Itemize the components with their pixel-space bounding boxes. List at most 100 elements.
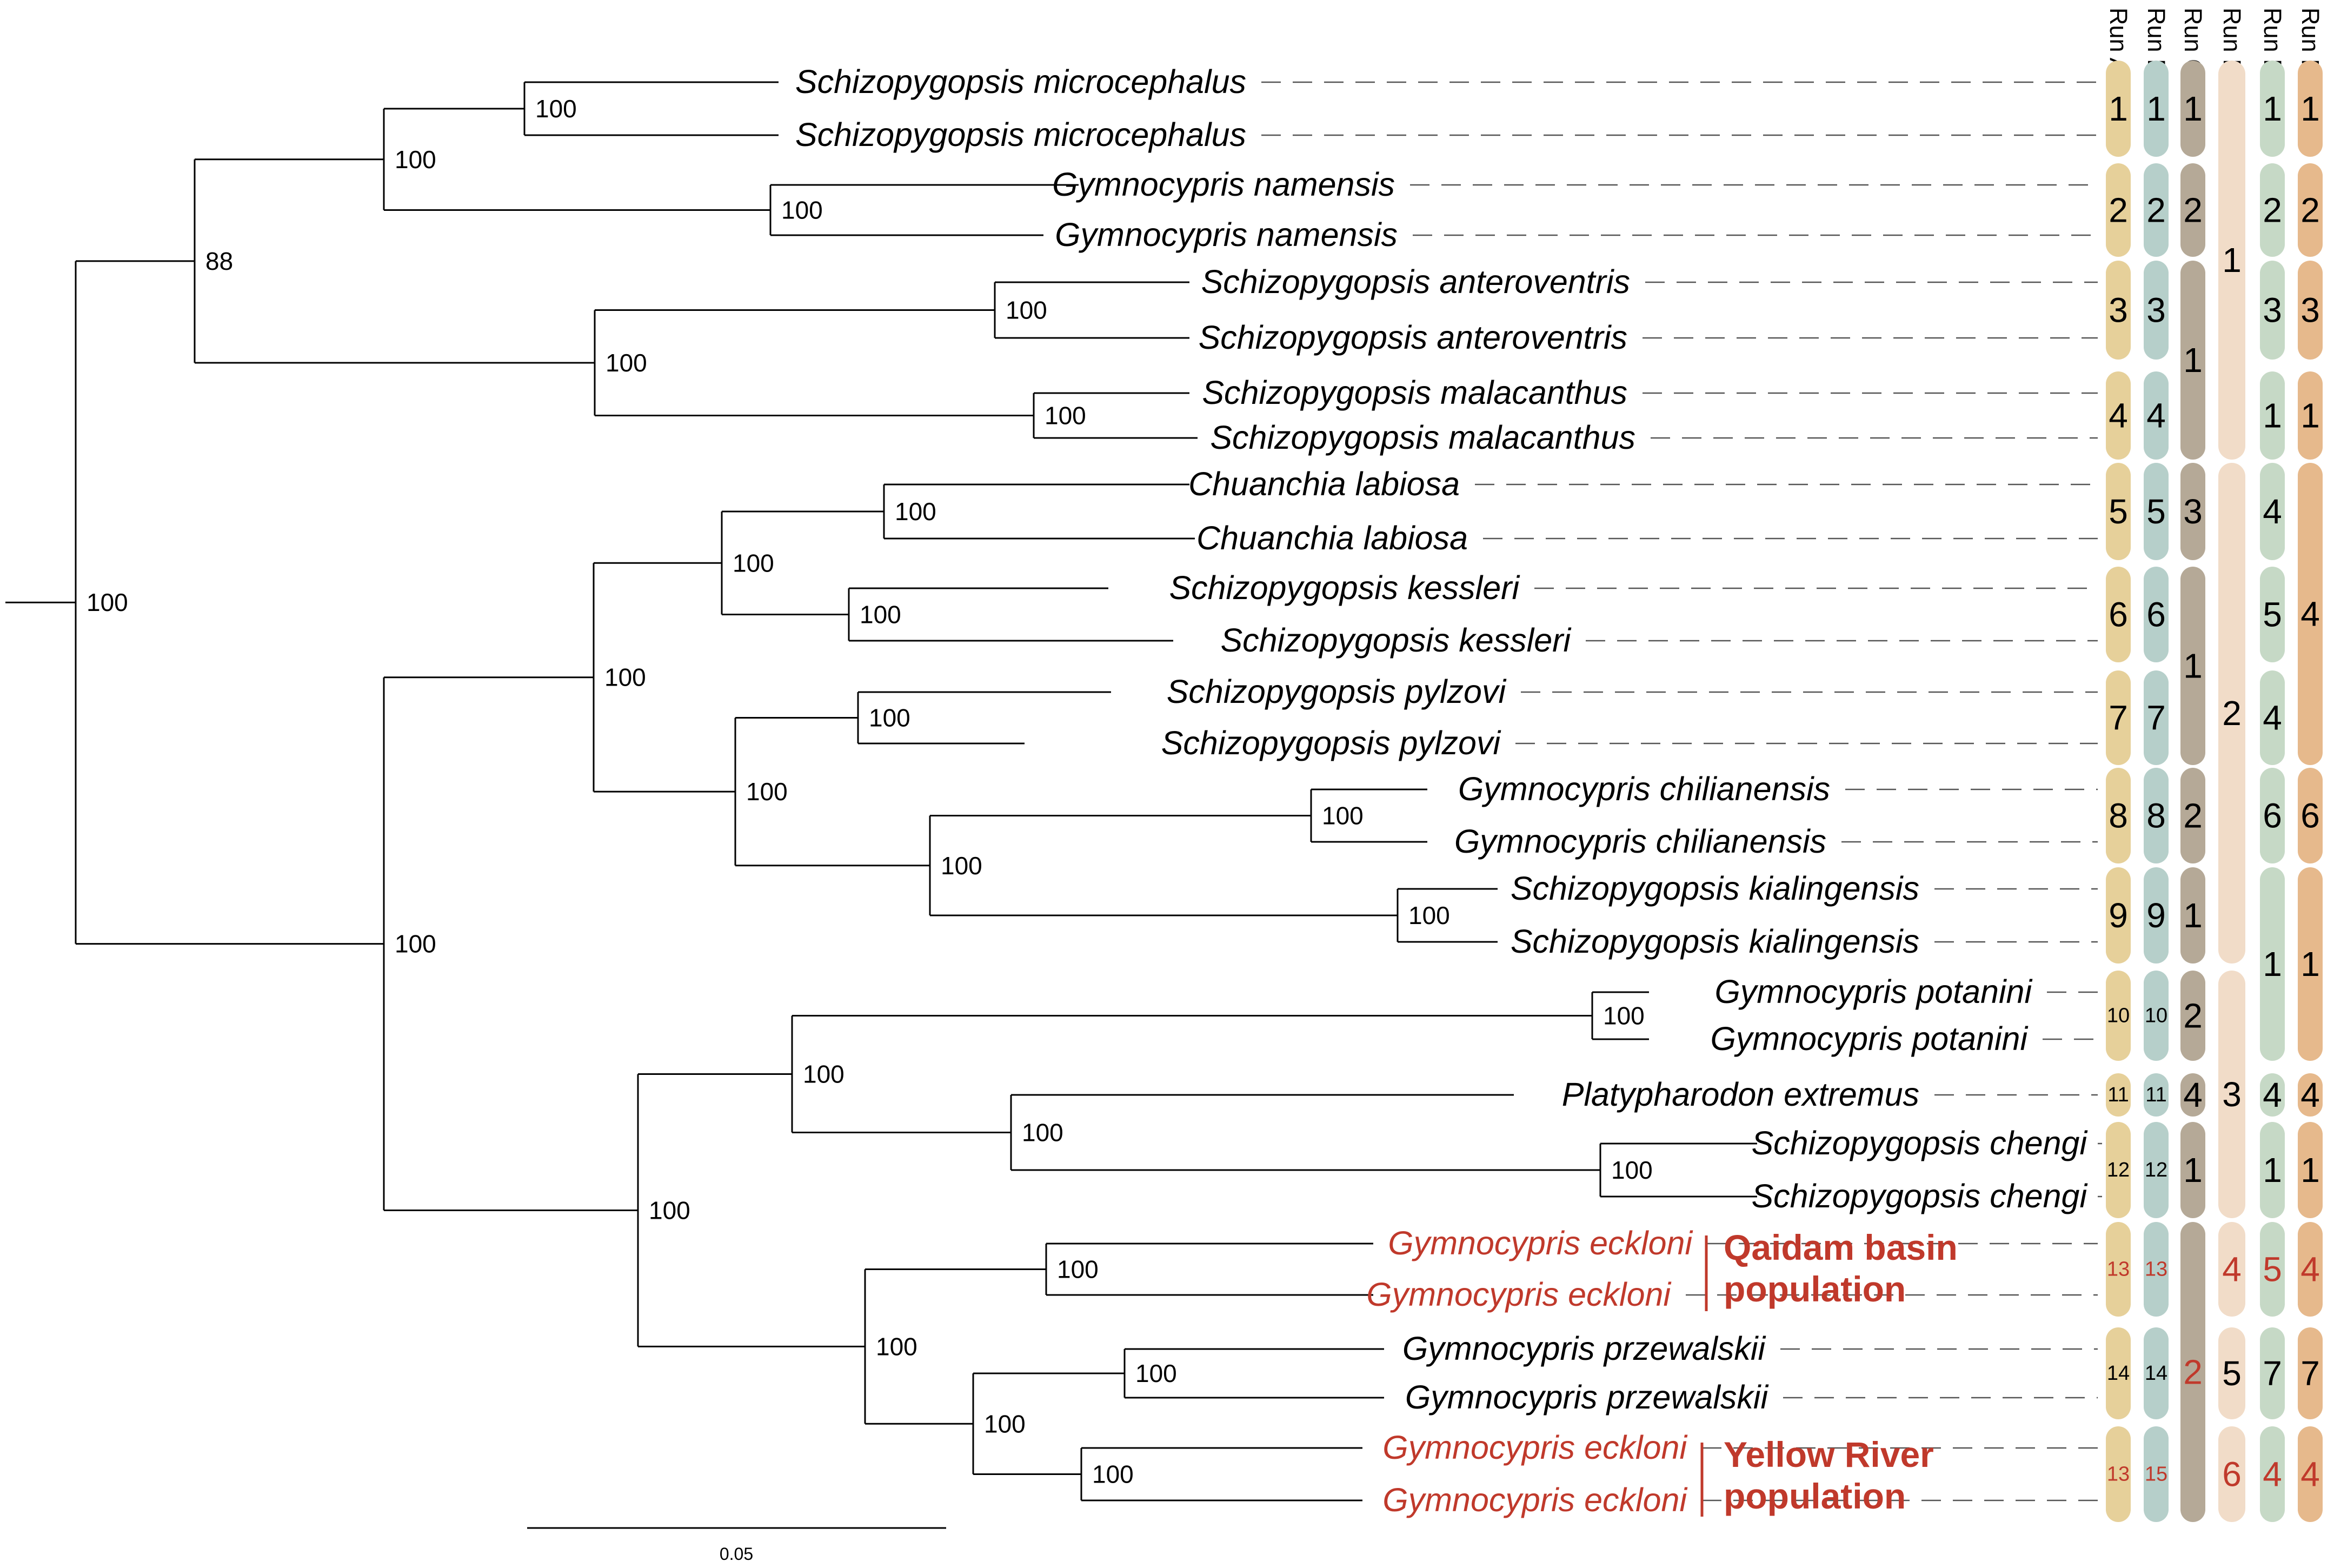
support-value: 100 [1057, 1255, 1099, 1284]
run-cluster-label: 5 [2222, 1354, 2242, 1393]
run-cluster-label: 6 [2109, 595, 2128, 634]
run-cluster-bar [2298, 1073, 2323, 1117]
run-cluster-label: 4 [2300, 1455, 2320, 1494]
run-cluster-label: 2 [2183, 796, 2203, 835]
run-cluster-bar [2260, 1426, 2285, 1522]
run-cluster-bar [2144, 1426, 2169, 1522]
run-cluster-label: 5 [2109, 492, 2128, 531]
run-cluster-bar [2260, 567, 2285, 662]
run-cluster-bar [2144, 61, 2169, 157]
run-cluster-bar [2106, 261, 2131, 360]
run-cluster-bar [2260, 1122, 2285, 1218]
qaidam-population-label-line1: Qaidam basin [1724, 1227, 1958, 1267]
run-cluster-bar [2298, 261, 2323, 360]
run-cluster-label: 4 [2300, 1250, 2320, 1289]
run-cluster-bar [2106, 867, 2131, 964]
run-cluster-label: 1 [2300, 89, 2320, 128]
run-cluster-label: 1 [2146, 89, 2166, 128]
taxon-label: Schizopygopsis chengi [1751, 1125, 2087, 1161]
run-cluster-label: 4 [2263, 1075, 2282, 1114]
run-cluster-bar [2106, 971, 2131, 1061]
scale-bar-label: 0.05 [720, 1544, 753, 1564]
run-cluster-label: 10 [2145, 1005, 2167, 1027]
support-value: 100 [1135, 1359, 1177, 1387]
taxon-labels: Schizopygopsis microcephalusSchizopygops… [795, 63, 2088, 1518]
run-cluster-label: 13 [2107, 1258, 2130, 1281]
run-cluster-bar [2106, 1222, 2131, 1317]
run-cluster-label: 1 [2263, 945, 2282, 984]
run-cluster-bar [2218, 1327, 2245, 1419]
run-cluster-label: 7 [2109, 699, 2128, 738]
taxon-label: Schizopygopsis kialingensis [1511, 923, 1919, 960]
taxon-label: Chuanchia labiosa [1188, 466, 1460, 502]
run-cluster-bar [2298, 1222, 2323, 1317]
taxon-label: Schizopygopsis pylzovi [1161, 725, 1501, 761]
run-cluster-bar [2144, 1327, 2169, 1419]
run-cluster-bar [2298, 61, 2323, 157]
taxon-label: Chuanchia labiosa [1196, 520, 1468, 556]
run-cluster-bar [2180, 1122, 2205, 1218]
run-cluster-label: 9 [2146, 896, 2166, 935]
run-cluster-label: 4 [2109, 396, 2128, 435]
run-cluster-label: 3 [2263, 291, 2282, 330]
run-cluster-bar [2180, 1222, 2205, 1522]
run-cluster-label: 11 [2145, 1084, 2166, 1106]
run-cluster-bar [2144, 371, 2169, 460]
support-value: 100 [606, 349, 647, 377]
run-cluster-label: 6 [2263, 796, 2282, 835]
run-cluster-bar [2260, 61, 2285, 157]
taxon-label: Schizopygopsis anteroventris [1199, 319, 1627, 356]
run-cluster-bar [2144, 1222, 2169, 1317]
run-cluster-label: 14 [2145, 1362, 2167, 1385]
run-cluster-bar [2260, 371, 2285, 460]
support-value: 100 [803, 1060, 845, 1088]
taxon-label: Gymnocypris potanini [1710, 1020, 2028, 1057]
taxon-label: Gymnocypris eckloni [1382, 1481, 1687, 1518]
run-cluster-label: 4 [2263, 699, 2282, 738]
run-cluster-bar [2106, 61, 2131, 157]
run-cluster-label: 7 [2300, 1354, 2320, 1393]
run-cluster-bar [2106, 670, 2131, 765]
run-cluster-bar [2106, 567, 2131, 662]
support-value: 100 [876, 1332, 917, 1360]
run-cluster-label: 2 [2263, 191, 2282, 230]
run-cluster-bar [2298, 1327, 2323, 1419]
run-cluster-bar [2260, 768, 2285, 863]
support-value: 100 [1006, 296, 1047, 324]
support-value: 100 [395, 145, 436, 174]
taxon-label: Gymnocypris eckloni [1366, 1276, 1671, 1313]
run-cluster-bar [2180, 768, 2205, 863]
run-cluster-label: 7 [2146, 699, 2166, 738]
run-cluster-label: 4 [2300, 1075, 2320, 1114]
run-cluster-bar [2298, 463, 2323, 765]
support-value: 100 [649, 1196, 690, 1224]
taxon-label: Gymnocypris chilianensis [1454, 823, 1826, 860]
run-cluster-bar [2180, 61, 2205, 157]
taxon-label: Gymnocypris eckloni [1382, 1429, 1687, 1466]
run-cluster-label: 4 [2263, 492, 2282, 531]
taxon-label: Platypharodon extremus [1562, 1076, 1919, 1113]
taxon-label: Schizopygopsis malacanthus [1210, 419, 1635, 456]
run-cluster-bar [2180, 463, 2205, 560]
run-cluster-label: 1 [2300, 945, 2320, 984]
run-cluster-bar [2144, 670, 2169, 765]
run-cluster-bar [2106, 463, 2131, 560]
run-cluster-bar [2180, 163, 2205, 257]
run-cluster-label: 13 [2145, 1258, 2167, 1281]
taxon-label: Schizopygopsis kessleri [1220, 622, 1571, 659]
run-cluster-label: 1 [2300, 1151, 2320, 1190]
run-cluster-bar [2260, 1222, 2285, 1317]
run-cluster-bar [2298, 1426, 2323, 1522]
run-cluster-bar [2180, 567, 2205, 765]
run-cluster-bar [2298, 768, 2323, 863]
run-cluster-label: 1 [2183, 647, 2203, 686]
run-cluster-label: 5 [2263, 595, 2282, 634]
taxon-label: Gymnocypris potanini [1714, 973, 2032, 1010]
run-cluster-label: 2 [2109, 191, 2128, 230]
run-cluster-bar [2106, 163, 2131, 257]
taxon-label: Schizopygopsis anteroventris [1201, 263, 1630, 300]
support-value: 100 [984, 1410, 1026, 1438]
run-cluster-label: 3 [2300, 291, 2320, 330]
